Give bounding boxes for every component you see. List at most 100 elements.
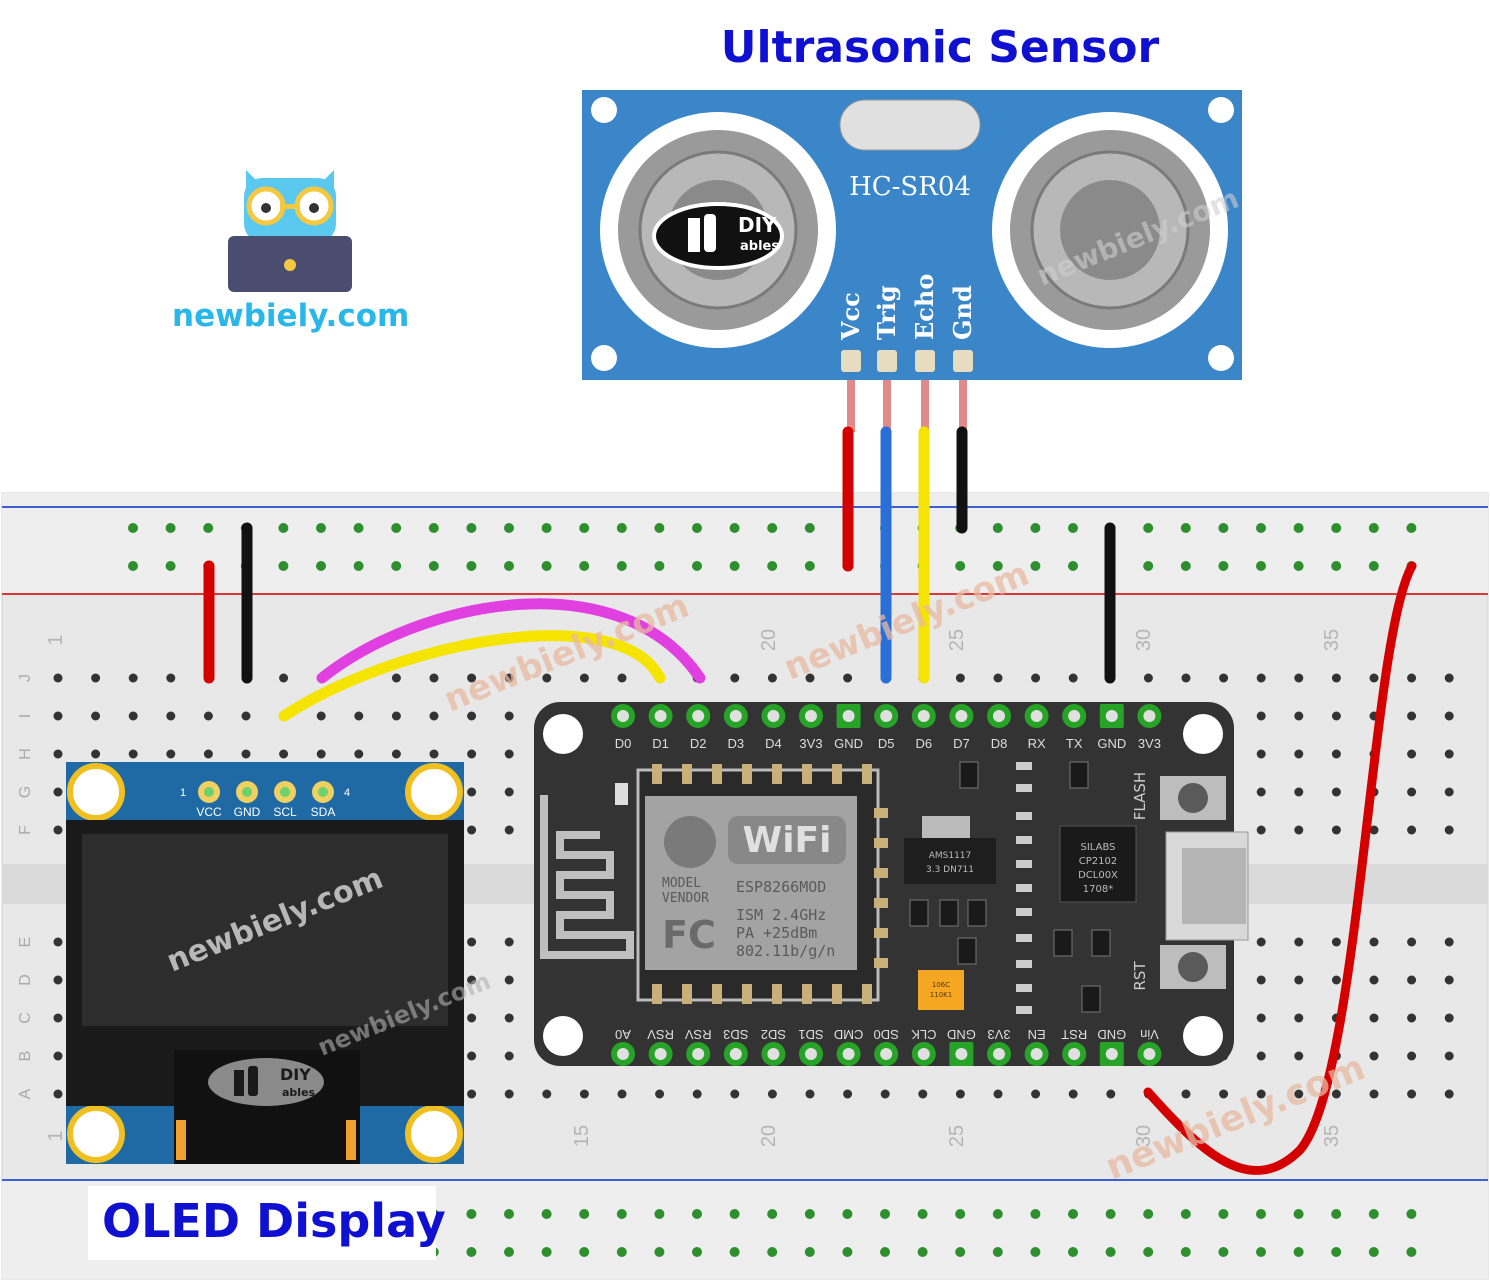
breadboard-wires	[203, 522, 1417, 1175]
breadboard-hole	[128, 711, 138, 721]
esp-pin-label: SD3	[723, 1027, 748, 1042]
esp-pin-label: 3V3	[799, 736, 822, 751]
breadboard-hole	[391, 711, 401, 721]
breadboard-hole	[1407, 975, 1417, 985]
breadboard-hole	[166, 673, 176, 683]
smd-part	[1016, 860, 1032, 868]
usb-chip-code-label: DCL00X	[1078, 870, 1118, 881]
esp-pin-label: D7	[953, 736, 970, 751]
rail-hole	[692, 523, 702, 533]
rail-hole	[353, 561, 364, 571]
breadboard-hole	[1444, 787, 1454, 797]
breadboard-hole	[467, 937, 477, 947]
smd-part	[1053, 929, 1073, 957]
smd-part	[1069, 761, 1089, 789]
breadboard-hole	[467, 711, 477, 721]
rail-hole	[1143, 1209, 1154, 1219]
esp-pin-label: RX	[1028, 736, 1046, 751]
breadboard-hole	[1444, 1051, 1454, 1061]
breadboard-hole	[504, 825, 514, 835]
esp-pin-label: EN	[1028, 1027, 1046, 1042]
module-pin	[874, 958, 888, 968]
row-letter: J	[17, 674, 34, 682]
breadboard-hole	[1369, 1089, 1379, 1099]
breadboard-hole	[203, 711, 213, 721]
rail-hole	[466, 1209, 477, 1219]
breadboard-hole	[1181, 673, 1191, 683]
smd-part	[957, 937, 977, 965]
breadboard-hole	[1331, 673, 1341, 683]
breadboard-hole	[1294, 825, 1304, 835]
breadboard-hole	[1331, 937, 1341, 947]
rail-hole	[1180, 523, 1191, 533]
breadboard-hole	[1331, 975, 1341, 985]
esp-pin-label: GND	[1097, 736, 1126, 751]
module-pin	[874, 808, 888, 818]
breadboard-hole	[354, 749, 364, 759]
regulator-spec-label: 3.3 DN711	[926, 865, 974, 875]
breadboard-hole	[1294, 1051, 1304, 1061]
oled-pin-label: SDA	[311, 805, 336, 819]
capacitor-value-label: 110K1	[930, 991, 952, 999]
rail-hole	[654, 561, 665, 571]
module-pin	[832, 984, 842, 1004]
smd-part	[959, 761, 979, 789]
module-power-label: PA +25dBm	[736, 924, 817, 942]
oled-pin-label: VCC	[196, 805, 222, 819]
breadboard-hole	[1407, 1089, 1417, 1099]
breadboard-hole	[1407, 1051, 1417, 1061]
breadboard-hole	[166, 711, 176, 721]
esp-pin-hole	[842, 710, 855, 722]
module-pin	[874, 898, 888, 908]
rail-hole	[504, 1209, 514, 1219]
rail-hole	[654, 1209, 665, 1219]
rail-hole	[992, 1209, 1003, 1219]
rail-hole	[165, 523, 176, 533]
breadboard-hole	[692, 1089, 702, 1099]
oled-pin-label: GND	[234, 805, 261, 819]
breadboard-hole	[467, 1051, 477, 1061]
breadboard-hole	[542, 1089, 552, 1099]
module-pin	[682, 984, 692, 1004]
esp-pin-label: D4	[765, 736, 782, 751]
oled-pin-hole	[204, 787, 214, 797]
rail-hole	[1406, 1209, 1417, 1219]
breadboard-hole	[467, 749, 477, 759]
module-pin	[712, 984, 722, 1004]
oled-label-box	[88, 1186, 436, 1260]
rail-hole	[654, 1247, 665, 1257]
breadboard-hole	[53, 825, 63, 835]
column-number: 35	[1321, 629, 1343, 651]
breadboard-hole	[504, 711, 514, 721]
rail-hole	[955, 561, 966, 571]
breadboard-hole	[579, 1089, 589, 1099]
esp-pin-label: CMD	[834, 1027, 864, 1042]
rail-hole	[391, 523, 402, 533]
breadboard-hole	[1331, 787, 1341, 797]
module-name-label: ESP8266MOD	[736, 878, 826, 896]
module-pin	[772, 984, 782, 1004]
smd-part	[1016, 1006, 1032, 1014]
breadboard-hole	[1256, 749, 1266, 759]
breadboard-hole	[53, 673, 63, 683]
breadboard-hole	[241, 749, 251, 759]
breadboard-hole	[504, 937, 514, 947]
rail-hole	[391, 561, 402, 571]
oled-maker-label: DIY	[280, 1065, 311, 1084]
breadboard-hole	[1068, 1089, 1078, 1099]
rail-hole	[316, 561, 326, 571]
esp-pin-label: GND	[947, 1027, 976, 1042]
espressif-icon	[664, 816, 716, 868]
breadboard-hole	[316, 711, 326, 721]
esp-pin-hole	[692, 710, 705, 722]
rail-hole	[466, 523, 477, 533]
breadboard-hole	[1331, 749, 1341, 759]
breadboard-hole	[203, 749, 213, 759]
esp-pin-label: GND	[1097, 1027, 1126, 1042]
rail-hole	[1293, 561, 1304, 571]
esp-pin-label: D1	[652, 736, 669, 751]
diyables-mark-icon	[688, 218, 700, 252]
module-pin	[652, 764, 662, 784]
